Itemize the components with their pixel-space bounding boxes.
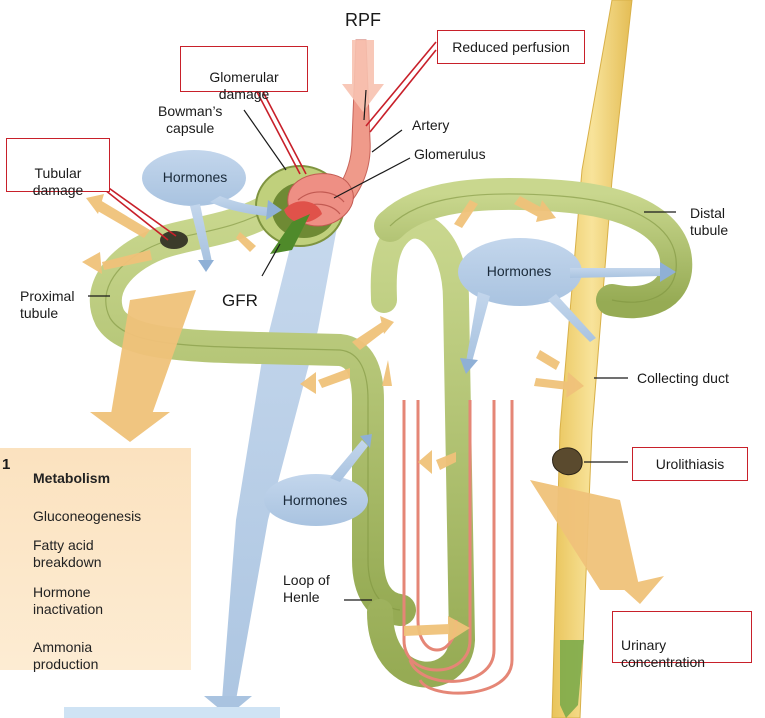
rpf-label: RPF — [345, 10, 381, 30]
tubular-damage-callout: Tubular damage — [6, 138, 110, 192]
metabolism-panel: 1 Metabolism Gluconeogenesis Fatty acid … — [0, 448, 191, 670]
hormones-label-2: Hormones — [474, 263, 564, 280]
glomerular-damage-callout: Glomerular damage — [180, 46, 308, 92]
panel-number: 1 — [2, 456, 10, 473]
collecting-duct-label: Collecting duct — [637, 370, 729, 387]
hormones-label-3: Hormones — [270, 492, 360, 509]
metabolism-item: Fatty acid breakdown — [33, 537, 102, 571]
tubular-damage-label: Tubular damage — [33, 165, 84, 198]
rpf-arrow — [342, 40, 384, 112]
artery-label: Artery — [412, 117, 449, 134]
distal-tubule-label: Distal tubule — [690, 205, 728, 239]
loop-of-henle-label: Loop of Henle — [283, 572, 330, 606]
reduced-perfusion-label: Reduced perfusion — [452, 39, 570, 55]
glomerular-damage-label: Glomerular damage — [209, 69, 278, 102]
urolithiasis-stone — [553, 448, 583, 475]
glomerulus-label: Glomerulus — [414, 146, 486, 163]
metabolism-item: Gluconeogenesis — [33, 508, 141, 525]
urolithiasis-label: Urolithiasis — [656, 456, 724, 472]
urolithiasis-callout: Urolithiasis — [632, 447, 748, 481]
urinary-concentration-label: Urinary concentration — [621, 637, 705, 670]
urinary-concentration-callout: Urinary concentration — [612, 611, 752, 663]
metabolism-title: Metabolism — [33, 470, 110, 487]
metabolism-item: Ammonia production — [33, 639, 98, 673]
hormones-label-1: Hormones — [150, 169, 240, 186]
proximal-tubule-label: Proximal tubule — [20, 288, 74, 322]
reduced-perfusion-callout: Reduced perfusion — [437, 30, 585, 64]
metabolism-item: Hormone inactivation — [33, 584, 103, 618]
bowmans-capsule-label: Bowman’s capsule — [158, 103, 222, 137]
gfr-label: GFR — [222, 291, 258, 311]
bottom-blue-strip — [64, 707, 280, 718]
